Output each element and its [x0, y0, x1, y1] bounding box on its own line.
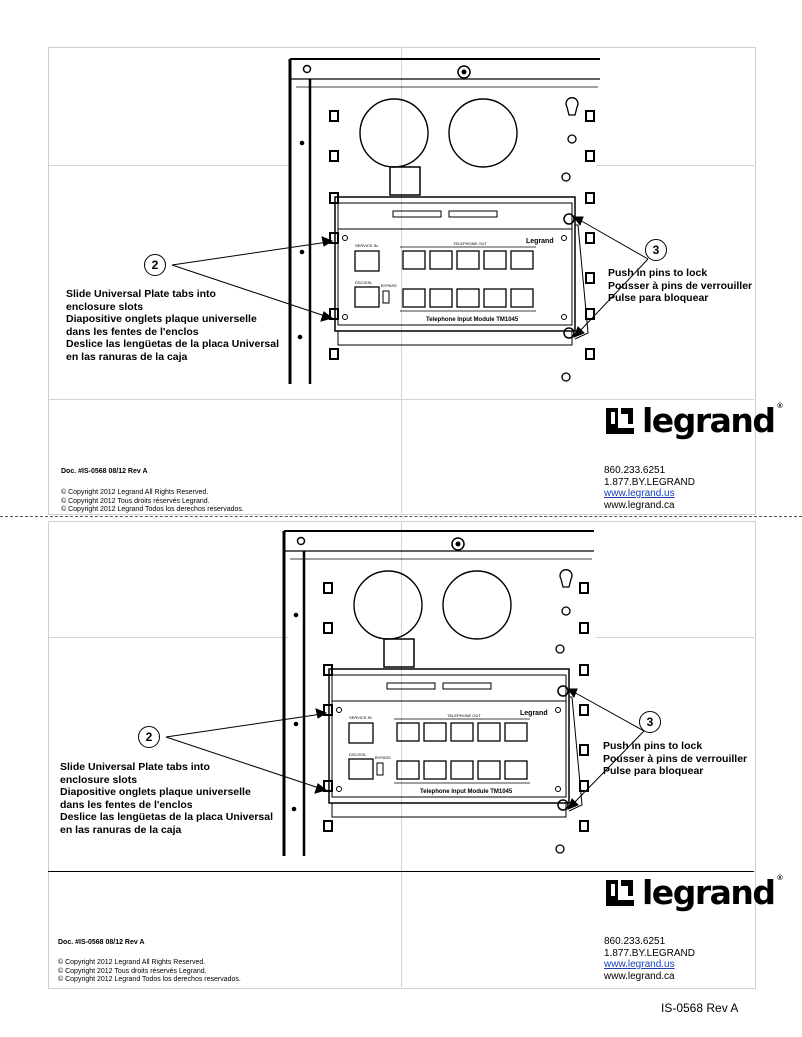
contact-phone: 860.233.6251 — [604, 465, 666, 476]
legrand-logo: legrand ® — [604, 875, 782, 909]
panel-divider-h — [48, 399, 754, 400]
push-line: Pousser à pins de verrouiller — [608, 279, 753, 292]
module-service-in-label: SERVICE IN — [355, 243, 378, 248]
slide-line: Slide Universal Plate tabs into — [66, 288, 216, 300]
panel-divider-h — [48, 637, 288, 638]
installation-diagram: Legrand SERVICE IN TELEPHONE OUT DSC/DSL… — [165, 530, 645, 856]
step-2-marker: 2 — [138, 726, 160, 748]
website-us-link[interactable]: www.legrand.us — [604, 488, 675, 500]
arrows — [171, 216, 649, 338]
push-line: Pulse para bloquear — [608, 292, 709, 305]
slide-line: dans les fentes de l'enclos — [60, 798, 193, 811]
arrows — [165, 688, 645, 810]
website-ca: www.legrand.ca — [604, 499, 675, 511]
cut-line — [0, 516, 802, 517]
panel-frame — [48, 47, 756, 515]
slide-line: en las ranuras de la caja — [60, 823, 182, 836]
contact-phone: 860.233.6251 — [604, 936, 666, 947]
step-3-marker: 3 — [639, 711, 661, 733]
contact-block: 860.233.6251 1.877.BY.LEGRAND www.legran… — [604, 465, 695, 511]
contact-phone-alt: 1.877.BY.LEGRAND — [604, 476, 695, 488]
instruction-panel-top: Legrand SERVICE IN TELEPHONE OUT DSC/DSL… — [48, 47, 782, 517]
push-instructions: Push in pins to lock Pousser à pins de v… — [603, 740, 747, 778]
push-line: Pousser à pins de verrouiller — [603, 752, 748, 765]
logo-wordmark: legrand — [642, 873, 776, 912]
slide-line: Diapositive onglets plaque universelle — [60, 786, 251, 799]
doc-number: Doc. #IS-0568 08/12 Rev A — [61, 468, 148, 475]
legrand-logo-icon — [604, 406, 636, 436]
panel-divider-h — [48, 871, 754, 872]
legrand-logo: legrand ® — [604, 403, 782, 437]
copyright-block: © Copyright 2012 Legrand All Rights Rese… — [58, 959, 241, 985]
push-line: Pulse para bloquear — [603, 765, 704, 778]
enclosure — [282, 530, 594, 856]
instruction-panel-bottom: Legrand SERVICE IN TELEPHONE OUT DSC/DSL… — [48, 521, 782, 991]
logo-wordmark: legrand — [642, 401, 776, 440]
slide-line: enclosure slots — [60, 773, 138, 786]
logo-registered: ® — [777, 875, 783, 882]
doc-number: Doc. #IS-0568 08/12 Rev A — [58, 939, 145, 946]
module-bypass-label: BYPASS — [381, 283, 397, 288]
enclosure — [288, 58, 600, 384]
copyright-line: © Copyright 2012 Legrand All Rights Rese… — [58, 959, 206, 966]
contact-phone-alt: 1.877.BY.LEGRAND — [604, 947, 695, 959]
slide-line: Slide Universal Plate tabs into — [60, 761, 210, 773]
copyright-line: © Copyright 2012 Legrand All Rights Rese… — [61, 489, 209, 496]
logo-registered: ® — [777, 403, 783, 410]
panel-divider-h — [48, 165, 288, 166]
module-brand-label: Legrand — [520, 710, 548, 717]
push-line: Push in pins to lock — [603, 740, 703, 752]
copyright-line: © Copyright 2012 Tous droits réservés Le… — [58, 967, 207, 975]
copyright-block: © Copyright 2012 Legrand All Rights Rese… — [61, 489, 244, 515]
module-telephone-out-label: TELEPHONE OUT — [453, 241, 487, 246]
copyright-line: © Copyright 2012 Legrand Todos los derec… — [61, 506, 244, 514]
website-us-link[interactable]: www.legrand.us — [604, 959, 675, 971]
step-2-marker: 2 — [144, 254, 166, 276]
slide-line: en las ranuras de la caja — [66, 350, 188, 363]
module-telephone-out-label: TELEPHONE OUT — [447, 713, 481, 718]
module-name-label: Telephone Input Module TM1045 — [420, 789, 513, 795]
slide-line: Deslice las lengüetas de la placa Univer… — [66, 338, 280, 351]
slide-line: Deslice las lengüetas de la placa Univer… — [60, 811, 274, 824]
copyright-line: © Copyright 2012 Legrand Todos los derec… — [58, 976, 241, 984]
module-dsc-label: DSC/DSL — [349, 752, 367, 757]
panel-divider-vertical — [401, 521, 402, 987]
panel-divider-h — [596, 165, 754, 166]
website-ca: www.legrand.ca — [604, 970, 675, 982]
installation-diagram: Legrand SERVICE IN TELEPHONE OUT DSC/DSL… — [171, 58, 649, 384]
slide-line: enclosure slots — [66, 300, 144, 313]
push-line: Push in pins to lock — [608, 267, 708, 279]
push-instructions: Push in pins to lock Pousser à pins de v… — [608, 267, 752, 305]
panel-divider-h — [596, 637, 754, 638]
footer-revision: IS-0568 Rev A — [661, 1001, 739, 1015]
slide-instructions: Slide Universal Plate tabs into enclosur… — [66, 288, 279, 364]
panel-frame — [48, 521, 756, 989]
panel-divider-vertical — [401, 47, 402, 513]
slide-instructions: Slide Universal Plate tabs into enclosur… — [60, 761, 273, 837]
module-bypass-label: BYPASS — [375, 755, 391, 760]
slide-line: dans les fentes de l'enclos — [66, 325, 199, 338]
module-dsc-label: DSC/DSL — [355, 280, 373, 285]
legrand-logo-icon — [604, 878, 636, 908]
module-brand-label: Legrand — [526, 238, 554, 245]
step-3-marker: 3 — [645, 239, 667, 261]
copyright-line: © Copyright 2012 Tous droits réservés Le… — [61, 497, 210, 505]
slide-line: Diapositive onglets plaque universelle — [66, 313, 257, 326]
module-service-in-label: SERVICE IN — [349, 715, 372, 720]
contact-block: 860.233.6251 1.877.BY.LEGRAND www.legran… — [604, 936, 695, 982]
module-name-label: Telephone Input Module TM1045 — [426, 317, 519, 323]
